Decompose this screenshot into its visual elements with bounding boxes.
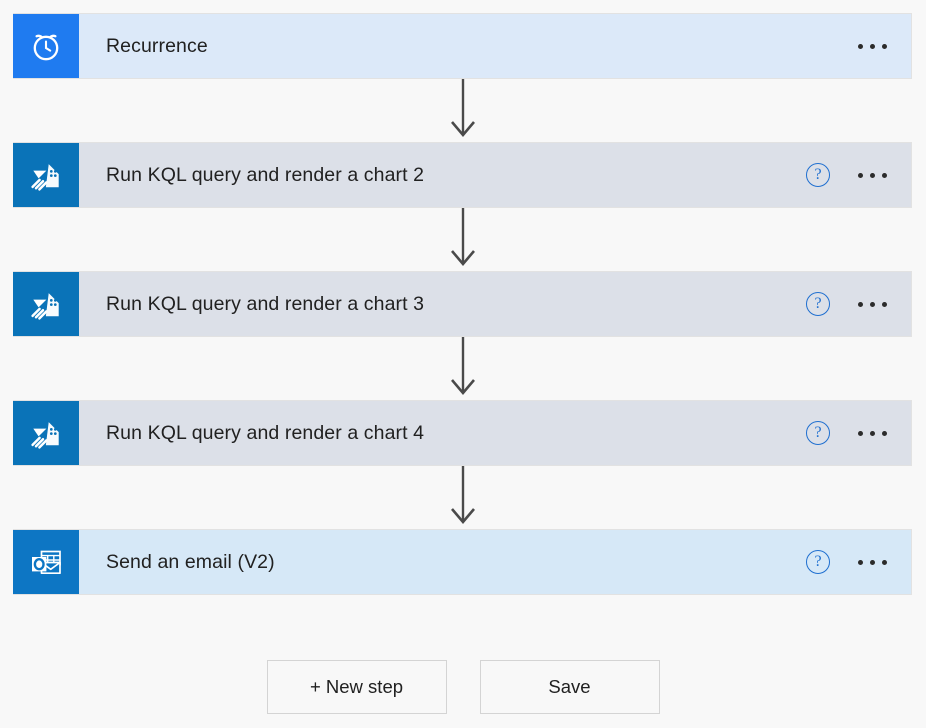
more-options-icon[interactable]: [856, 421, 889, 445]
help-icon[interactable]: ?: [806, 421, 830, 445]
outlook-icon: [13, 530, 79, 594]
help-icon[interactable]: ?: [806, 292, 830, 316]
help-icon[interactable]: ?: [806, 163, 830, 187]
flow-step-card-kql-4[interactable]: Run KQL query and render a chart 4 ?: [13, 400, 912, 466]
down-arrow-icon: [451, 466, 475, 525]
flow-step-card-kql-2[interactable]: Run KQL query and render a chart 2 ?: [13, 142, 912, 208]
down-arrow-icon: [451, 79, 475, 138]
flow-step-actions: ?: [806, 530, 911, 594]
azure-data-explorer-icon: [13, 143, 79, 207]
flow-step-title: Run KQL query and render a chart 3: [106, 292, 425, 315]
connector-arrow-3: [447, 337, 479, 401]
flow-step-card-kql-3[interactable]: Run KQL query and render a chart 3 ?: [13, 271, 912, 337]
flow-step-title: Send an email (V2): [106, 550, 275, 573]
new-step-button[interactable]: + New step: [266, 660, 447, 714]
connector-arrow-4: [447, 466, 479, 530]
footer-button-bar: + New step Save: [0, 660, 926, 714]
azure-data-explorer-icon: [13, 401, 79, 465]
more-options-icon[interactable]: [856, 34, 889, 58]
flow-step-card-recurrence[interactable]: Recurrence: [13, 13, 912, 79]
more-options-icon[interactable]: [856, 292, 889, 316]
flow-step-actions: [856, 14, 911, 78]
more-options-icon[interactable]: [856, 550, 889, 574]
flow-step-title: Recurrence: [106, 34, 208, 57]
connector-arrow-2: [447, 208, 479, 272]
flow-step-title: Run KQL query and render a chart 4: [106, 421, 425, 444]
flow-step-actions: ?: [806, 143, 911, 207]
flow-step-actions: ?: [806, 401, 911, 465]
help-icon[interactable]: ?: [806, 550, 830, 574]
more-options-icon[interactable]: [856, 163, 889, 187]
flow-step-actions: ?: [806, 272, 911, 336]
down-arrow-icon: [451, 337, 475, 396]
flow-step-card-send-email[interactable]: Send an email (V2) ?: [13, 529, 912, 595]
save-button[interactable]: Save: [479, 660, 660, 714]
connector-arrow-1: [447, 79, 479, 143]
down-arrow-icon: [451, 208, 475, 267]
flow-step-title: Run KQL query and render a chart 2: [106, 163, 425, 186]
alarm-clock-icon: [13, 14, 79, 78]
azure-data-explorer-icon: [13, 272, 79, 336]
